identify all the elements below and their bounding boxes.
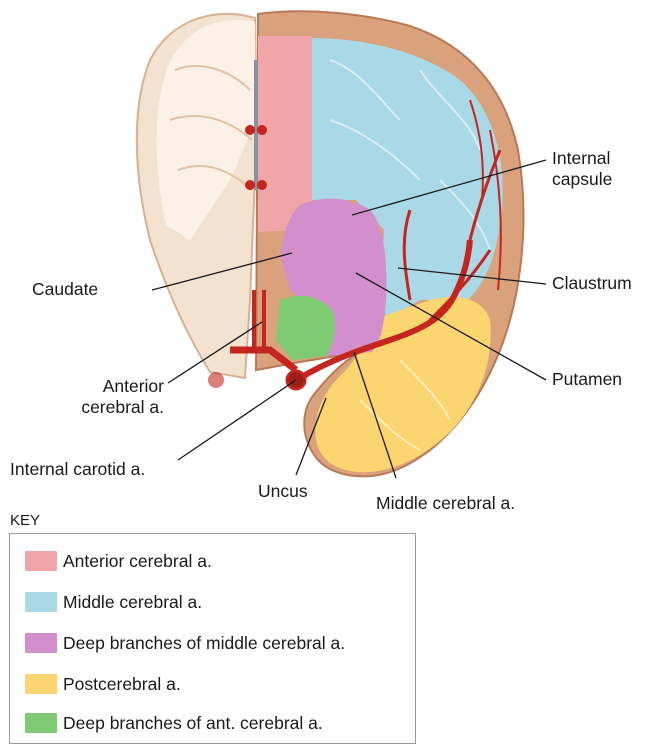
swatch-posterior xyxy=(25,674,57,694)
key-label-middle: Middle cerebral a. xyxy=(63,592,202,613)
key-legend: Anterior cerebral a. Middle cerebral a. … xyxy=(9,533,416,744)
key-title: KEY xyxy=(10,512,40,530)
swatch-deep-middle xyxy=(25,633,57,653)
brain-coronal-section-illustration xyxy=(0,0,653,520)
key-item-posterior: Postcerebral a. xyxy=(25,671,181,697)
key-item-deep-middle: Deep branches of middle cerebral a. xyxy=(25,630,345,656)
key-item-anterior: Anterior cerebral a. xyxy=(25,548,212,574)
swatch-middle xyxy=(25,592,57,612)
label-claustrum: Claustrum xyxy=(552,273,632,294)
label-putamen: Putamen xyxy=(552,369,622,390)
key-item-deep-anterior: Deep branches of ant. cerebral a. xyxy=(25,710,323,736)
label-anterior-cerebral: Anterior cerebral a. xyxy=(54,376,164,418)
swatch-anterior xyxy=(25,551,57,571)
key-label-posterior: Postcerebral a. xyxy=(63,674,181,695)
label-internal-capsule: Internal capsule xyxy=(552,148,612,190)
swatch-deep-anterior xyxy=(25,713,57,733)
label-internal-carotid: Internal carotid a. xyxy=(10,459,145,480)
key-item-middle: Middle cerebral a. xyxy=(25,589,202,615)
label-caudate: Caudate xyxy=(32,279,98,300)
deep-anterior-territory xyxy=(276,296,335,360)
key-label-deep-middle: Deep branches of middle cerebral a. xyxy=(63,633,345,654)
label-uncus: Uncus xyxy=(258,481,308,502)
key-label-deep-anterior: Deep branches of ant. cerebral a. xyxy=(63,713,323,734)
label-middle-cerebral: Middle cerebral a. xyxy=(376,493,515,514)
anterior-territory xyxy=(258,36,312,232)
key-label-anterior: Anterior cerebral a. xyxy=(63,551,212,572)
